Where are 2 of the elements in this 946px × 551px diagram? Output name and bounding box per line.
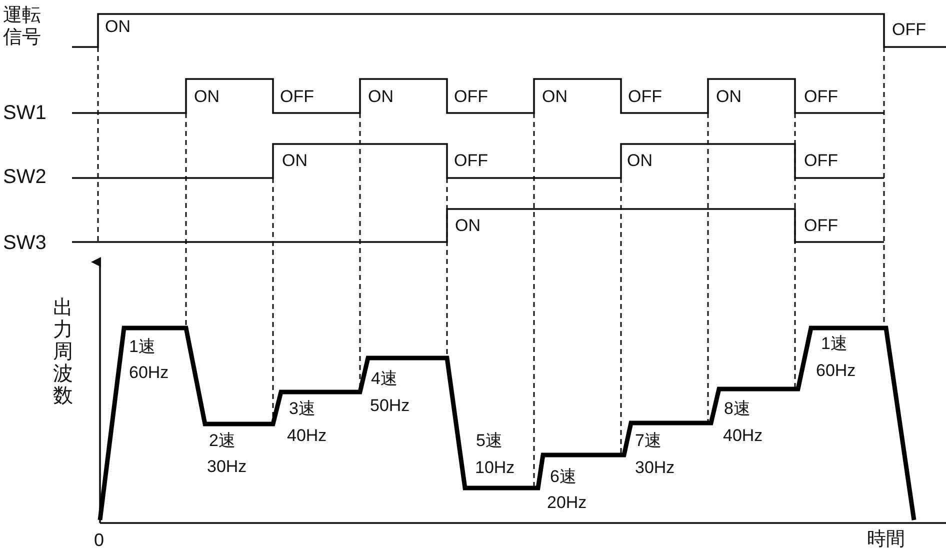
axis-title: 出力周波数 bbox=[52, 296, 74, 406]
axis-title: 時間 bbox=[866, 530, 906, 551]
